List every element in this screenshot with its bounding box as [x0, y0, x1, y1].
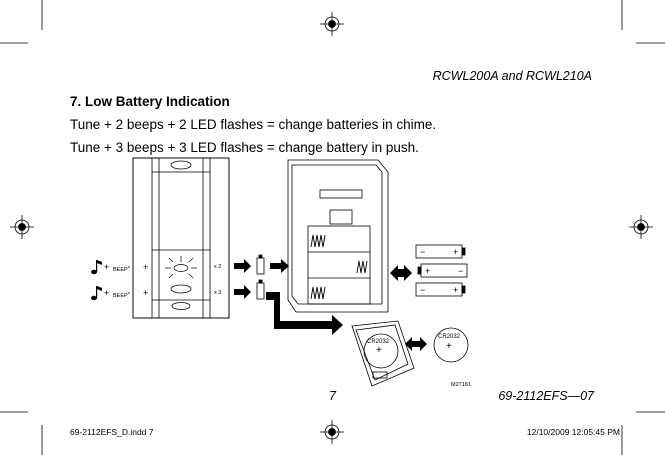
plus-sign: + [104, 288, 110, 298]
instruction-line: Tune + 3 beeps + 3 LED flashes = change … [70, 140, 419, 155]
double-arrow-icon [390, 265, 412, 281]
arrow-right-icon [234, 259, 251, 299]
registration-mark-left [10, 215, 34, 239]
count-label: x 3 [214, 290, 222, 296]
instruction-line: Tune + 2 beeps + 2 LED flashes = change … [70, 117, 437, 132]
coin-cell-icon [433, 327, 469, 363]
svg-text:−: − [458, 266, 463, 276]
page-number: 7 [329, 389, 336, 403]
figure-code: M27181 [451, 382, 471, 388]
count-label: x 2 [214, 264, 222, 270]
chime-unit [132, 157, 230, 319]
elbow-arrow-icon [266, 292, 343, 335]
coin-cell-label: CR2032 [367, 339, 390, 345]
svg-text:+: + [425, 266, 430, 276]
push-button-unit [351, 320, 415, 387]
svg-text:+: + [453, 247, 458, 257]
svg-text:+: + [453, 285, 458, 295]
chime-back-housing [287, 159, 389, 313]
led-flash-icon [165, 256, 197, 279]
section-title: 7. Low Battery Indication [70, 94, 230, 109]
double-arrow-icon [405, 337, 427, 351]
battery-icon [256, 254, 265, 300]
spring-icon [310, 234, 368, 300]
beep-label: BEEPn [113, 264, 130, 273]
svg-text:−: − [420, 247, 425, 257]
beep-label: BEEPn [113, 290, 130, 299]
music-note-icon [91, 260, 102, 301]
registration-mark-top [320, 12, 344, 36]
svg-text:−: − [420, 285, 425, 295]
aa-battery-icon [415, 244, 468, 297]
document-header-title: RCWL200A and RCWL210A [432, 69, 592, 83]
arrow-right-icon [270, 259, 289, 273]
plus-sign: + [104, 262, 110, 272]
plus-sign: + [446, 341, 452, 352]
plus-sign: + [143, 262, 149, 272]
registration-mark-right [629, 215, 653, 239]
plus-sign: + [143, 288, 149, 298]
coin-cell-label: CR2032 [438, 334, 461, 340]
file-slug: 69-2112EFS_D.indd 7 [70, 427, 154, 437]
print-timestamp: 12/10/2009 12:05:45 PM [526, 427, 620, 437]
document-number: 69-2112EFS—07 [498, 389, 594, 403]
registration-mark-bottom [320, 420, 344, 444]
plus-sign: + [376, 345, 382, 356]
